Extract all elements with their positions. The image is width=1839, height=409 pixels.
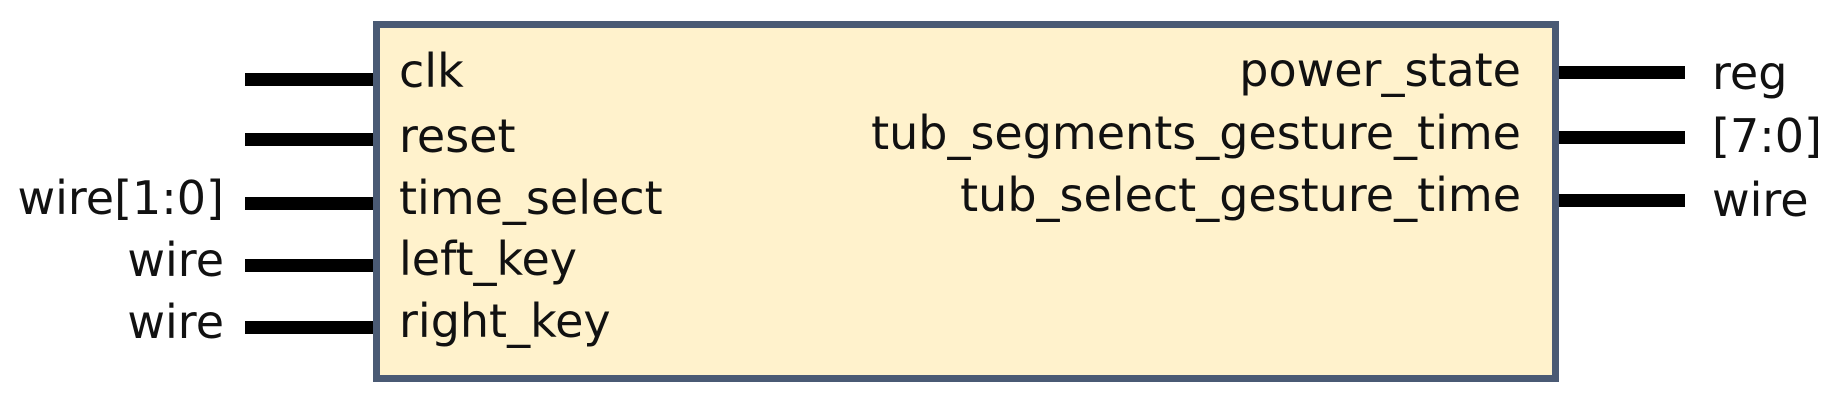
input-port-label: time_select [399, 171, 663, 225]
input-pin-clk [245, 73, 373, 86]
input-pin-right-key [245, 321, 373, 334]
input-pin-time-select [245, 197, 373, 210]
input-type-label: wire[1:0] [17, 171, 224, 225]
output-port-label: tub_select_gesture_time [960, 168, 1521, 222]
input-pin-reset [245, 133, 373, 146]
output-port-label: tub_segments_gesture_time [871, 106, 1521, 160]
output-port-label: power_state [1239, 43, 1521, 97]
input-type-label: wire [127, 295, 224, 349]
output-pin-power-state [1559, 66, 1685, 79]
output-type-label: [7:0] [1712, 109, 1822, 163]
output-pin-tub-select-gesture-time [1559, 194, 1685, 207]
output-pin-tub-segments-gesture-time [1559, 131, 1685, 144]
input-port-label: reset [399, 109, 516, 163]
input-port-label: right_key [399, 294, 611, 348]
input-type-label: wire [127, 233, 224, 287]
input-pin-left-key [245, 259, 373, 272]
output-type-label: wire [1712, 173, 1809, 227]
module-block [373, 21, 1559, 382]
input-port-label: clk [399, 44, 464, 98]
input-port-label: left_key [399, 232, 578, 286]
output-type-label: reg [1712, 46, 1788, 100]
